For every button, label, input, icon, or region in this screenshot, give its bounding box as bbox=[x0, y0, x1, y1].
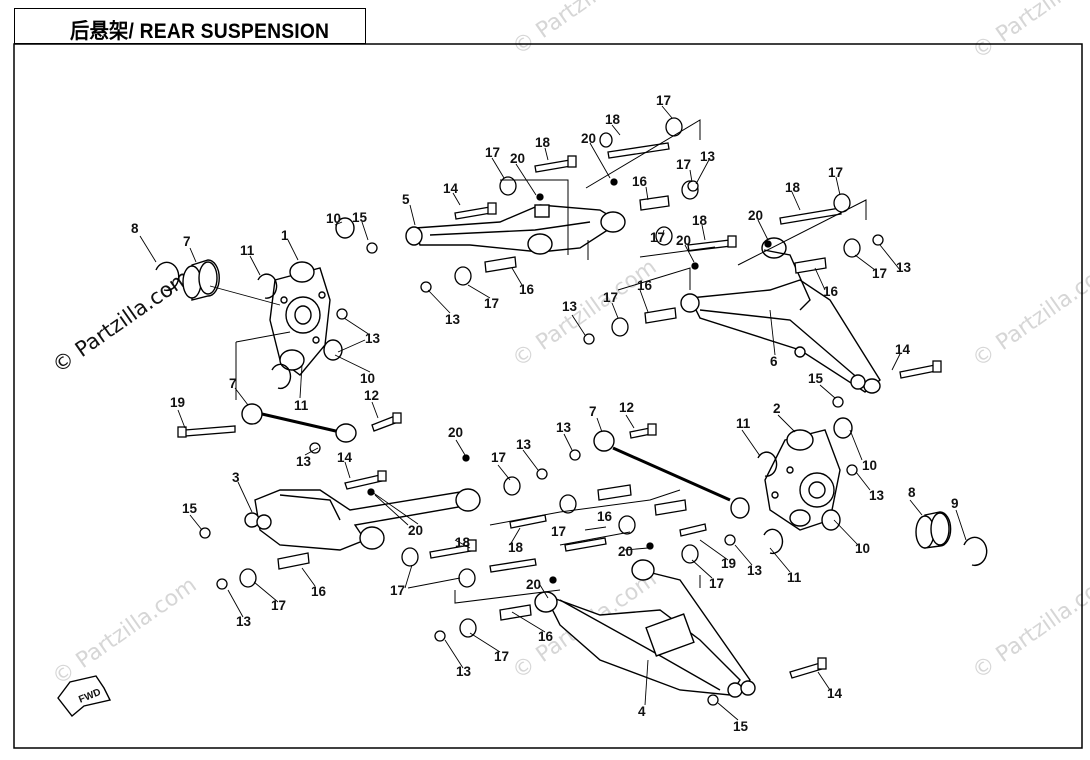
callout-18: 18 bbox=[605, 112, 621, 127]
callout-17: 17 bbox=[390, 583, 405, 598]
callout-20: 20 bbox=[408, 523, 423, 538]
callout-15: 15 bbox=[733, 719, 749, 734]
callout-13: 13 bbox=[445, 312, 461, 327]
callout-17: 17 bbox=[494, 649, 509, 664]
callout-18: 18 bbox=[455, 535, 471, 550]
callout-11: 11 bbox=[787, 570, 802, 585]
callout-17: 17 bbox=[656, 93, 671, 108]
callout-18: 18 bbox=[692, 213, 708, 228]
callout-10: 10 bbox=[855, 541, 870, 556]
callout-20: 20 bbox=[510, 151, 525, 166]
bearings bbox=[182, 217, 952, 549]
callout-17: 17 bbox=[872, 266, 887, 281]
callout-17: 17 bbox=[603, 290, 618, 305]
title-box: 后悬架/ REAR SUSPENSION bbox=[14, 8, 366, 44]
callout-16: 16 bbox=[538, 629, 554, 644]
toe-link-right bbox=[593, 430, 750, 519]
callout-13: 13 bbox=[700, 149, 716, 164]
callout-15: 15 bbox=[352, 210, 368, 225]
callout-4: 4 bbox=[638, 704, 646, 719]
callout-19: 19 bbox=[170, 395, 185, 410]
callout-13: 13 bbox=[896, 260, 912, 275]
callout-20: 20 bbox=[748, 208, 763, 223]
callout-numbers: 8 7 11 1 10 15 5 14 17 20 18 20 18 17 17… bbox=[131, 93, 959, 734]
callout-15: 15 bbox=[182, 501, 198, 516]
callout-13: 13 bbox=[236, 614, 252, 629]
callout-13: 13 bbox=[747, 563, 763, 578]
callout-15: 15 bbox=[808, 371, 824, 386]
callout-12: 12 bbox=[619, 400, 634, 415]
callout-17: 17 bbox=[271, 598, 286, 613]
snap-rings bbox=[155, 261, 988, 567]
callout-14: 14 bbox=[443, 181, 459, 196]
callout-18: 18 bbox=[785, 180, 801, 195]
callout-9: 9 bbox=[951, 496, 959, 511]
callout-10: 10 bbox=[360, 371, 375, 386]
callout-19: 19 bbox=[721, 556, 736, 571]
callout-17: 17 bbox=[484, 296, 499, 311]
callout-20: 20 bbox=[581, 131, 596, 146]
callout-6: 6 bbox=[770, 354, 778, 369]
callout-8: 7 bbox=[183, 234, 191, 249]
callout-3: 3 bbox=[232, 470, 240, 485]
callout-2: 2 bbox=[773, 401, 781, 416]
callout-20: 20 bbox=[448, 425, 463, 440]
toe-link-left bbox=[241, 403, 357, 443]
callout-14: 14 bbox=[827, 686, 843, 701]
group-brackets bbox=[235, 119, 867, 604]
knuckle-right bbox=[764, 429, 841, 531]
callout-13: 13 bbox=[365, 331, 381, 346]
callout-14: 14 bbox=[895, 342, 911, 357]
callout-13: 13 bbox=[516, 437, 532, 452]
callout-14: 14 bbox=[337, 450, 353, 465]
callout-18: 18 bbox=[535, 135, 551, 150]
callout-16: 16 bbox=[519, 282, 535, 297]
callout-16: 16 bbox=[597, 509, 613, 524]
callout-17: 17 bbox=[676, 157, 691, 172]
callout-10: 10 bbox=[862, 458, 877, 473]
callout-18: 18 bbox=[508, 540, 524, 555]
callout-7: 7 bbox=[229, 376, 237, 391]
callout-9: 8 bbox=[131, 221, 139, 236]
hardware bbox=[177, 117, 942, 706]
diagram-border bbox=[13, 43, 1083, 749]
callout-13: 13 bbox=[562, 299, 578, 314]
callout-11: 11 bbox=[736, 416, 751, 431]
callout-17: 17 bbox=[828, 165, 843, 180]
callout-20: 20 bbox=[526, 577, 541, 592]
callout-17: 17 bbox=[551, 524, 566, 539]
lower-arm-right bbox=[534, 559, 756, 698]
callout-20: 20 bbox=[618, 544, 633, 559]
callout-11: 11 bbox=[240, 243, 255, 258]
callout-8: 8 bbox=[908, 485, 916, 500]
callout-17: 17 bbox=[709, 576, 724, 591]
upper-arm-right bbox=[680, 237, 881, 394]
callout-16: 16 bbox=[632, 174, 648, 189]
callout-7: 7 bbox=[589, 404, 597, 419]
callout-17: 17 bbox=[650, 230, 665, 245]
callout-13: 13 bbox=[296, 454, 312, 469]
lower-arm-left bbox=[244, 488, 481, 551]
callout-11: 11 bbox=[294, 398, 309, 413]
callout-13: 13 bbox=[456, 664, 472, 679]
callout-20: 20 bbox=[676, 233, 691, 248]
callout-16: 16 bbox=[823, 284, 839, 299]
callout-17: 17 bbox=[485, 145, 500, 160]
callout-1: 1 bbox=[281, 228, 289, 243]
callout-13: 13 bbox=[556, 420, 572, 435]
upper-arm-left bbox=[405, 204, 626, 255]
forward-arrow-icon: FWD bbox=[57, 675, 112, 718]
diagram-title: 后悬架/ REAR SUSPENSION bbox=[70, 20, 330, 43]
callout-10: 10 bbox=[326, 211, 341, 226]
callout-5: 5 bbox=[402, 192, 410, 207]
callout-16: 16 bbox=[637, 278, 653, 293]
callout-12: 12 bbox=[364, 388, 379, 403]
callout-16: 16 bbox=[311, 584, 327, 599]
callout-17: 17 bbox=[491, 450, 506, 465]
leader-lines bbox=[139, 105, 967, 721]
callout-13: 13 bbox=[869, 488, 885, 503]
knuckle-left bbox=[269, 261, 331, 376]
